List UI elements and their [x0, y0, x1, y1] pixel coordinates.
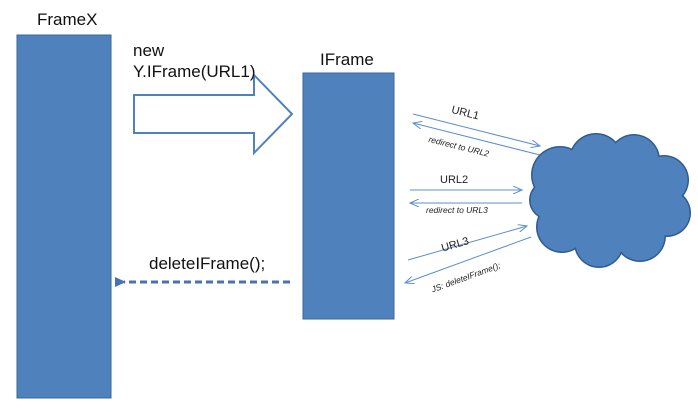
url1-arrow: [412, 113, 540, 146]
delete-iframe-label: deleteIFrame();: [149, 254, 266, 273]
redirect-url2-arrow: [413, 123, 549, 158]
framex-label: FrameX: [37, 10, 98, 29]
framex-box: [16, 34, 112, 399]
url3-arrow: [407, 226, 527, 261]
url2-label: URL2: [440, 174, 469, 186]
cloud-icon: [529, 133, 691, 268]
block-arrow: [133, 72, 294, 156]
iframe-box: [302, 72, 395, 320]
js-delete-arrow: [405, 236, 532, 283]
new-label: new: [133, 41, 165, 60]
iframe-label: IFrame: [320, 50, 374, 69]
redirect-url3-label: redirect to URL3: [426, 205, 488, 215]
constructor-label: Y.IFrame(URL1): [133, 62, 256, 81]
